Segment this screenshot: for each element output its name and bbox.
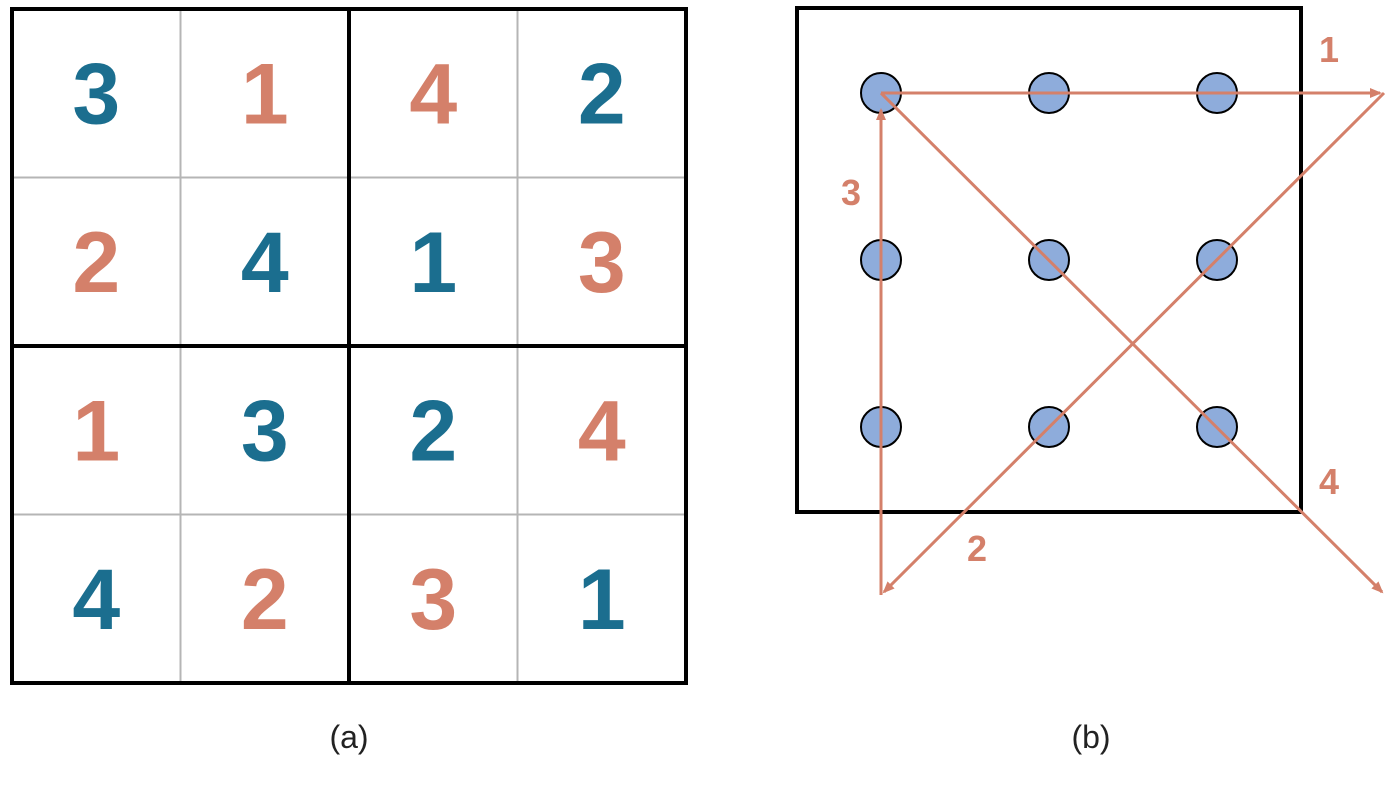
grid-cell-value: 2	[409, 383, 457, 479]
grid-cell-value: 3	[409, 552, 457, 648]
grid-cell-value: 4	[241, 215, 289, 311]
grid-cells: 3 1 4 2 2 4 1 3 1 3 2 4 4 2 3 1	[72, 46, 626, 648]
caption-a: (a)	[329, 719, 368, 755]
grid-cell-value: 2	[72, 215, 120, 311]
path-label-2: 2	[967, 528, 987, 569]
path-label-3: 3	[841, 172, 861, 213]
grid-cell-value: 1	[241, 46, 289, 142]
path-segment-2	[882, 91, 1386, 594]
grid-cell-value: 3	[241, 383, 289, 479]
bounding-box	[795, 6, 1303, 514]
grid-cell-value: 4	[72, 552, 120, 648]
path-segment-4	[879, 91, 1384, 594]
panel-b-nine-dots: 1 2 3 4 (b)	[795, 6, 1386, 755]
grid-cell-value: 1	[578, 552, 626, 648]
path-label-4: 4	[1319, 461, 1339, 502]
grid-cell-value: 2	[578, 46, 626, 142]
grid-cell-value: 1	[409, 215, 457, 311]
grid-cell-value: 4	[578, 383, 626, 479]
grid-cell-value: 1	[72, 383, 120, 479]
path-label-1: 1	[1319, 29, 1339, 70]
panel-a-latin-square: 3 1 4 2 2 4 1 3 1 3 2 4 4 2 3 1 (a)	[10, 7, 688, 755]
grid-cell-value: 3	[578, 215, 626, 311]
grid-cell-value: 2	[241, 552, 289, 648]
grid-thick-lines	[10, 7, 688, 685]
solution-path	[876, 88, 1386, 595]
grid-cell-value: 3	[72, 46, 120, 142]
grid-cell-value: 4	[409, 46, 457, 142]
caption-b: (b)	[1071, 719, 1110, 755]
